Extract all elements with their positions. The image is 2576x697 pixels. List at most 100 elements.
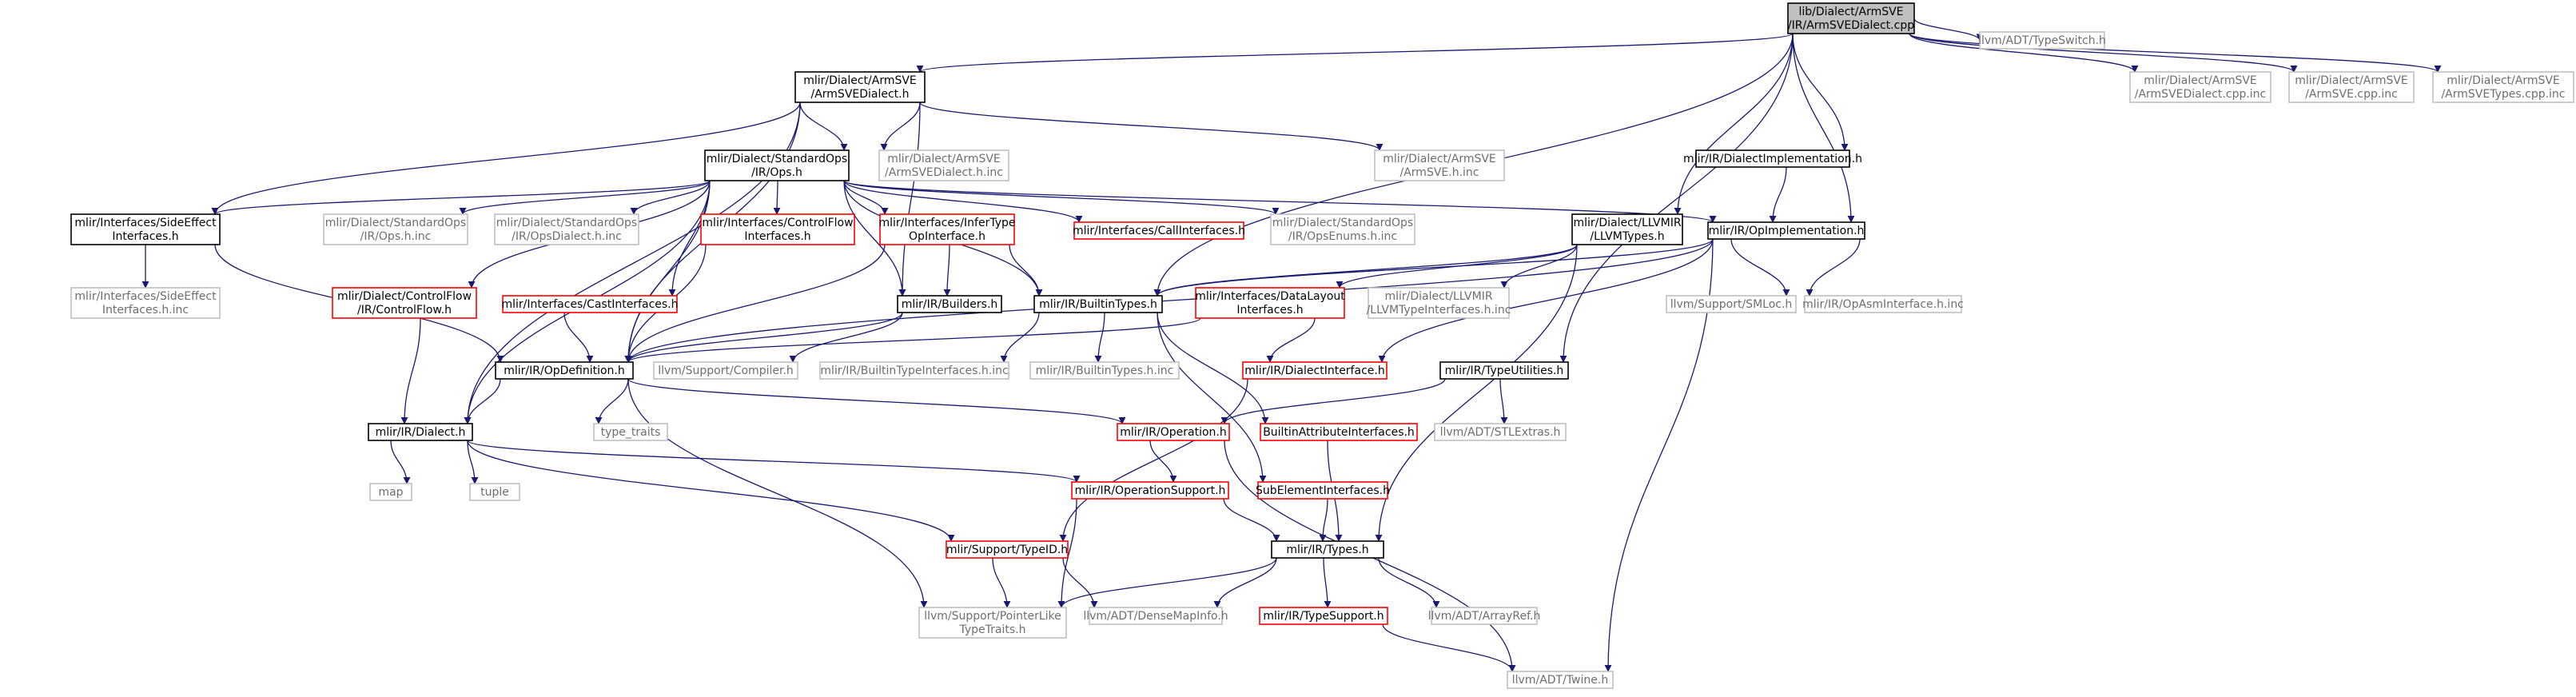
node-builders[interactable]: mlir/IR/Builders.h	[897, 295, 1002, 313]
node-label: llvm/ADT/Twine.h	[1512, 674, 1608, 687]
node-callifaces[interactable]: mlir/Interfaces/CallInterfaces.h	[1073, 221, 1245, 240]
node-types[interactable]: mlir/IR/Types.h	[1271, 540, 1384, 559]
edge-typeid-to-pointerlike	[992, 557, 1011, 608]
edge-opimpl-to-dialectiface	[1378, 238, 1714, 363]
node-label: Interfaces.h	[744, 230, 810, 243]
node-label: Interfaces.h	[112, 230, 178, 243]
node-label: llvm/ADT/DenseMapInfo.h	[1083, 610, 1228, 623]
node-box-builders	[897, 295, 1002, 313]
node-box-armsvetypes_cpp_inc	[2432, 71, 2574, 103]
node-armsvedialect_h[interactable]: mlir/Dialect/ArmSVE/ArmSVEDialect.h	[794, 71, 926, 103]
node-box-typeswitch	[1979, 31, 2105, 50]
node-label: Interfaces.h.inc	[102, 304, 189, 317]
node-typeid[interactable]: mlir/Support/TypeID.h	[946, 540, 1069, 559]
node-stdops[interactable]: mlir/Dialect/StandardOps/IR/Ops.h	[704, 149, 850, 181]
node-label: mlir/Dialect/LLVMIR	[1384, 290, 1492, 303]
node-label: TypeTraits.h	[959, 623, 1026, 636]
node-cf_controlflow[interactable]: mlir/Dialect/ControlFlow/IR/ControlFlow.…	[332, 287, 477, 319]
node-box-type_traits	[593, 423, 668, 441]
node-densemapinfo[interactable]: llvm/ADT/DenseMapInfo.h	[1083, 607, 1228, 625]
edge-opimpl-to-builtintypes	[1153, 238, 1714, 297]
node-stlextras[interactable]: llvm/ADT/STLExtras.h	[1434, 423, 1567, 441]
node-box-llvmtypeifaces	[1368, 287, 1510, 319]
edge-stdops-to-opdefinition	[624, 180, 711, 363]
node-label: mlir/Dialect/StandardOps	[496, 217, 637, 229]
node-label: mlir/Dialect/StandardOps	[707, 153, 847, 165]
node-arrayref[interactable]: llvm/ADT/ArrayRef.h	[1428, 607, 1541, 625]
edge-root-to-armsvedialect_cpp_inc	[1909, 33, 2139, 73]
node-dialectiface[interactable]: mlir/IR/DialectInterface.h	[1242, 361, 1388, 380]
edge-armsvedialect_h-to-armsvedialect_h_inc	[880, 102, 921, 151]
node-opsdialect_h_inc[interactable]: mlir/Dialect/StandardOps/IR/OpsDialect.h…	[494, 213, 639, 245]
node-label: mlir/IR/Dialect.h	[376, 426, 466, 439]
node-builtintypeifaces[interactable]: mlir/IR/BuiltinTypeInterfaces.h.inc	[819, 361, 1009, 380]
node-label: mlir/Dialect/ArmSVE	[803, 74, 917, 87]
node-label: mlir/Interfaces/SideEffect	[74, 290, 217, 303]
edge-operation-to-opsupport	[1149, 440, 1177, 483]
node-typesupport[interactable]: mlir/IR/TypeSupport.h	[1259, 607, 1388, 625]
node-map[interactable]: map	[369, 483, 412, 501]
node-label: /IR/OpsDialect.h.inc	[512, 230, 622, 243]
node-operation[interactable]: mlir/IR/Operation.h	[1117, 423, 1230, 441]
node-twine[interactable]: llvm/ADT/Twine.h	[1507, 671, 1614, 689]
node-armsve_cpp_inc[interactable]: mlir/Dialect/ArmSVE/ArmSVE.cpp.inc	[2288, 71, 2415, 103]
node-typeutilities[interactable]: mlir/IR/TypeUtilities.h	[1439, 361, 1569, 380]
node-box-twine	[1507, 671, 1614, 689]
edge-builtintypes-to-subelementifaces	[1157, 312, 1267, 483]
edge-root-to-typeutilities	[1559, 33, 1794, 363]
node-label: /ArmSVETypes.cpp.inc	[2441, 88, 2565, 101]
node-armsvedialect_cpp_inc[interactable]: mlir/Dialect/ArmSVE/ArmSVEDialect.cpp.in…	[2129, 71, 2271, 103]
edge-types-to-arrayref	[1378, 557, 1440, 608]
node-subelementifaces[interactable]: SubElementInterfaces.h	[1256, 481, 1390, 500]
node-opasmiface[interactable]: mlir/IR/OpAsmInterface.h.inc	[1802, 295, 1964, 313]
node-dialect[interactable]: mlir/IR/Dialect.h	[368, 423, 473, 441]
node-opdefinition[interactable]: mlir/IR/OpDefinition.h	[495, 361, 634, 380]
node-sideeffect_inc[interactable]: mlir/Interfaces/SideEffectInterfaces.h.i…	[70, 287, 221, 319]
node-builtintypes[interactable]: mlir/IR/BuiltinTypes.h	[1033, 295, 1163, 313]
edge-opdefinition-to-type_traits	[595, 378, 629, 424]
node-castifaces[interactable]: mlir/Interfaces/CastInterfaces.h	[501, 295, 679, 313]
node-label: mlir/Dialect/ArmSVE	[1383, 153, 1496, 165]
node-label: /IR/Ops.h	[751, 166, 802, 179]
node-label: /ArmSVEDialect.h.inc	[885, 166, 1003, 179]
node-label: mlir/Dialect/LLVMIR	[1573, 217, 1681, 229]
node-armsvedialect_h_inc[interactable]: mlir/Dialect/ArmSVE/ArmSVEDialect.h.inc	[878, 149, 1009, 181]
node-tuple[interactable]: tuple	[469, 483, 520, 501]
node-box-typeutilities	[1439, 361, 1569, 380]
node-opsenums[interactable]: mlir/Dialect/StandardOps/IR/OpsEnums.h.i…	[1270, 213, 1415, 245]
node-label: mlir/Interfaces/SideEffect	[74, 217, 217, 229]
node-compiler[interactable]: llvm/Support/Compiler.h	[653, 361, 798, 380]
node-llvmtypes[interactable]: mlir/Dialect/LLVMIR/LLVMTypes.h	[1571, 213, 1683, 245]
node-box-datalayout	[1195, 287, 1345, 319]
edge-armsvedialect_h-to-armsve_h_inc	[919, 102, 1384, 151]
node-builtintypes_inc[interactable]: mlir/IR/BuiltinTypes.h.inc	[1029, 361, 1180, 380]
node-smloc[interactable]: llvm/Support/SMLoc.h	[1666, 295, 1797, 313]
node-label: map	[378, 486, 403, 499]
node-typeswitch[interactable]: llvm/ADT/TypeSwitch.h	[1978, 31, 2106, 50]
node-type_traits[interactable]: type_traits	[593, 423, 668, 441]
node-ops_h_inc[interactable]: mlir/Dialect/StandardOps/IR/Ops.h.inc	[323, 213, 468, 245]
node-armsve_h_inc[interactable]: mlir/Dialect/ArmSVE/ArmSVE.h.inc	[1374, 149, 1505, 181]
node-root[interactable]: lib/Dialect/ArmSVE/IR/ArmSVEDialect.cpp	[1787, 2, 1915, 34]
node-box-dialectiface	[1242, 361, 1388, 380]
node-builtinattrifaces[interactable]: BuiltinAttributeInterfaces.h	[1260, 423, 1418, 441]
edge-root-to-armsve_cpp_inc	[1909, 33, 2298, 73]
node-armsvetypes_cpp_inc[interactable]: mlir/Dialect/ArmSVE/ArmSVETypes.cpp.inc	[2432, 71, 2574, 103]
node-label: mlir/IR/OpDefinition.h	[504, 364, 624, 377]
node-dialectimpl[interactable]: mlir/IR/DialectImplementation.h	[1683, 149, 1862, 168]
edge-builtintypes-to-builtinattrifaces	[1157, 312, 1269, 424]
node-opimpl[interactable]: mlir/IR/OpImplementation.h	[1707, 221, 1865, 240]
node-opsupport[interactable]: mlir/IR/OperationSupport.h	[1071, 481, 1229, 500]
node-box-types	[1271, 540, 1384, 559]
node-label: mlir/IR/OpImplementation.h	[1709, 225, 1865, 237]
node-llvmtypeifaces[interactable]: mlir/Dialect/LLVMIR/LLVMTypeInterfaces.h…	[1367, 287, 1511, 319]
node-label: mlir/Dialect/StandardOps	[1272, 217, 1413, 229]
edge-types-to-densemapinfo	[1213, 557, 1277, 608]
node-label: mlir/Dialect/ArmSVE	[2447, 74, 2560, 87]
